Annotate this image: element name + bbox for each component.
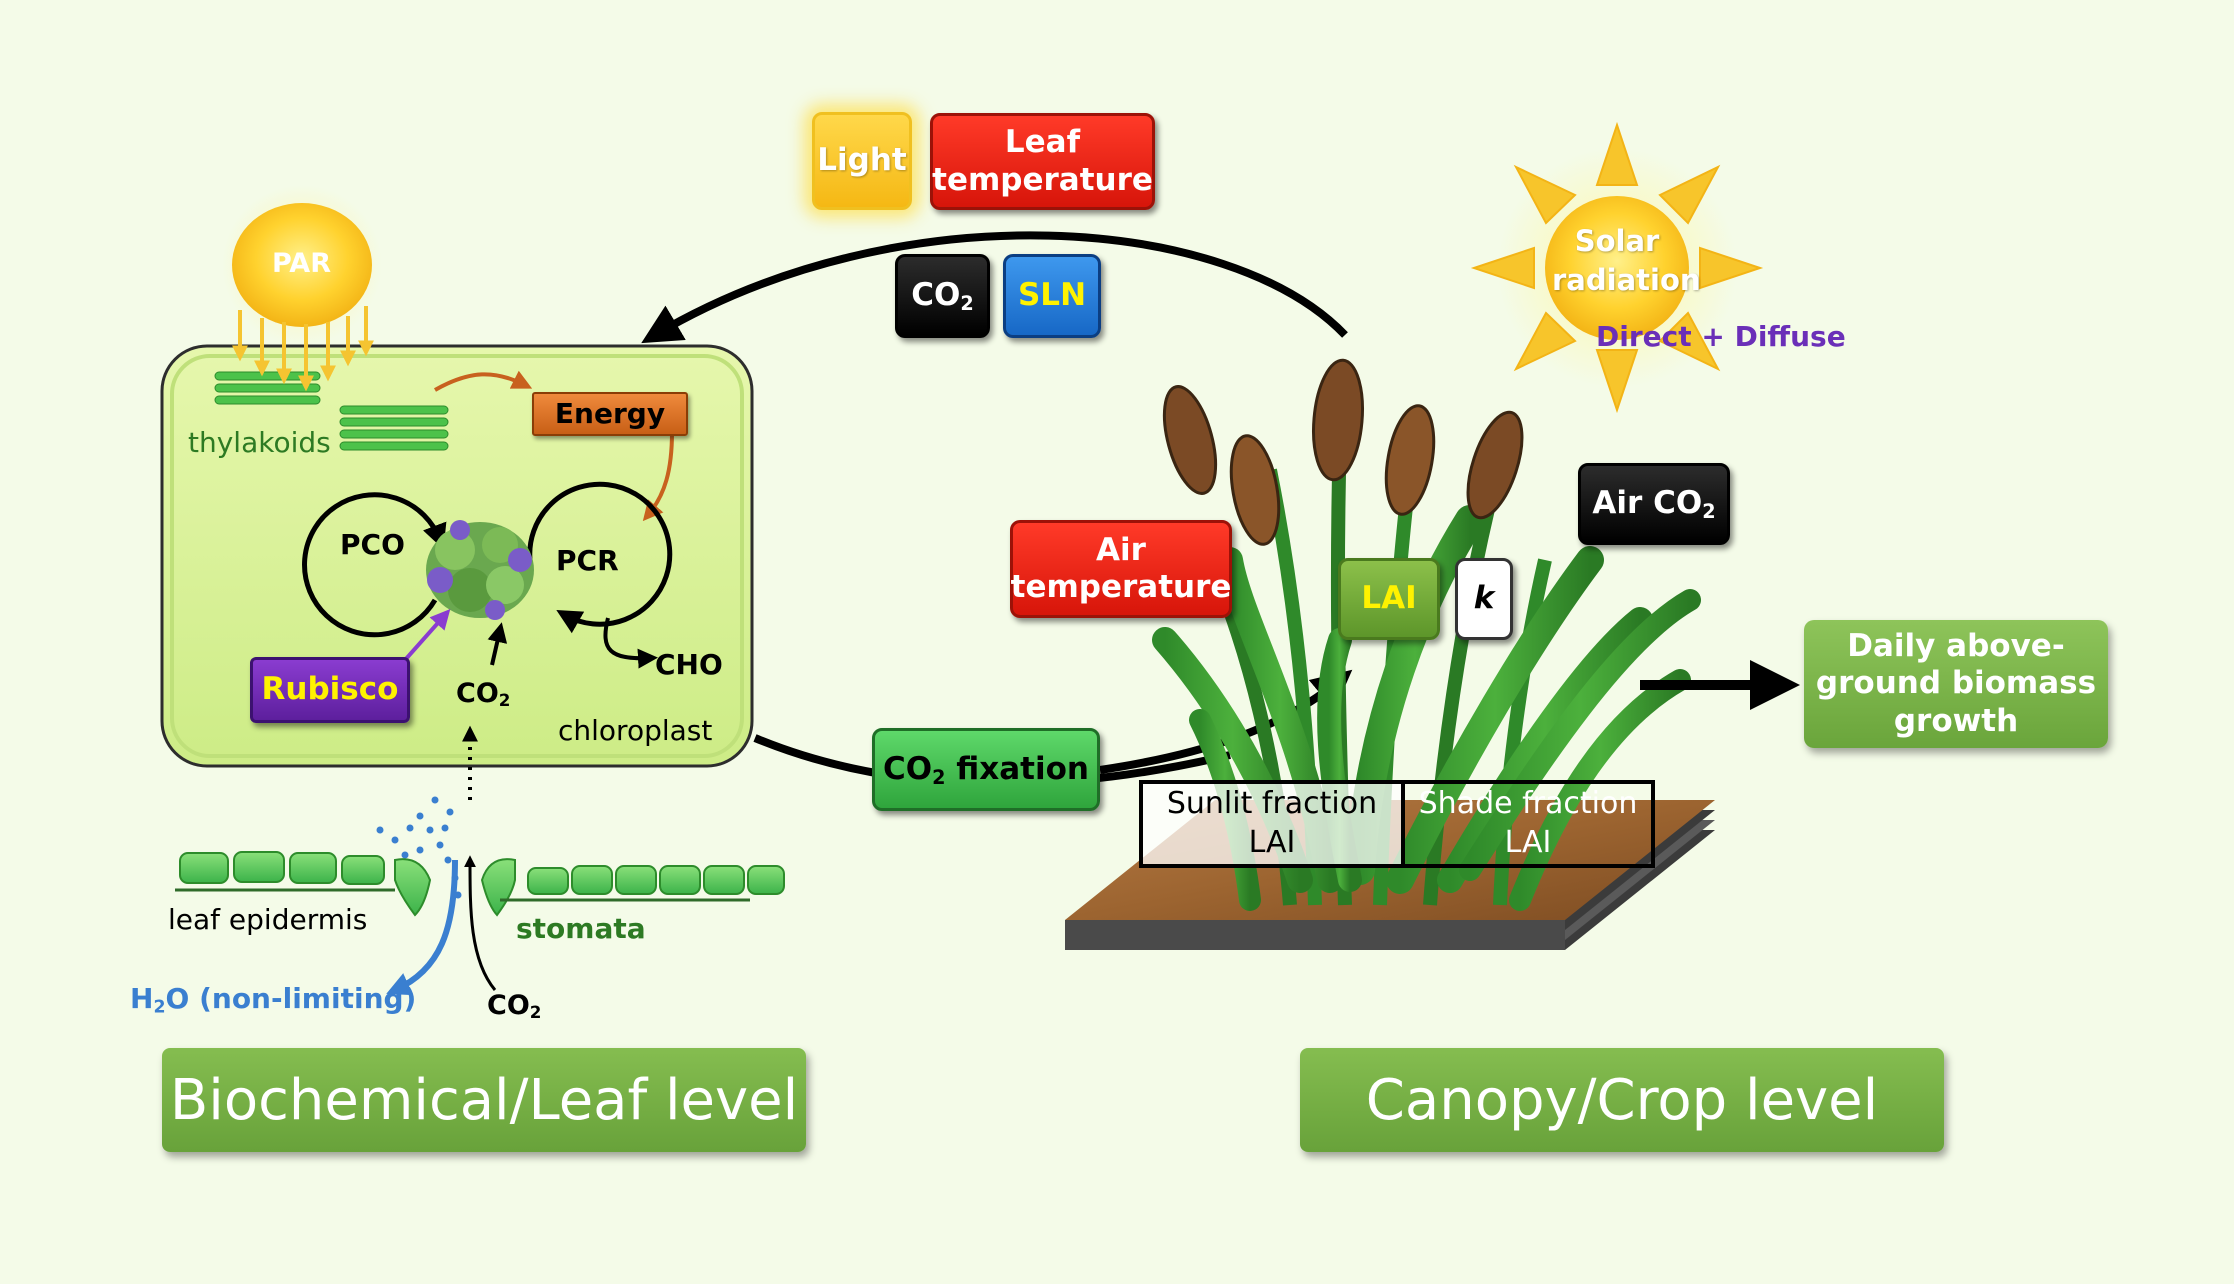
co2-fixation-box: CO2 fixation bbox=[872, 728, 1100, 811]
co2-box: CO2 bbox=[895, 254, 990, 338]
lai-box: LAI bbox=[1338, 558, 1440, 640]
biomass-growth-box: Daily above-ground biomass growth bbox=[1804, 620, 2108, 748]
air-co2-box: Air CO2 bbox=[1578, 463, 1730, 545]
par-label: PAR bbox=[272, 248, 331, 279]
co2-outer-text: CO2 bbox=[487, 990, 542, 1023]
leaf-epidermis-cells bbox=[175, 851, 785, 917]
feedback-arrow bbox=[641, 231, 1348, 344]
rubisco-enzyme-icon bbox=[426, 520, 534, 620]
air-co2-text: Air CO2 bbox=[1592, 485, 1716, 523]
h2o-arrow bbox=[386, 859, 458, 996]
canopy-level-banner: Canopy/Crop level bbox=[1300, 1048, 1944, 1152]
energy-box: Energy bbox=[532, 392, 688, 436]
co2-inner-text: CO2 bbox=[456, 678, 511, 711]
pcr-cycle-arrow bbox=[527, 481, 673, 634]
leaf-level-banner: Biochemical/Leaf level bbox=[162, 1048, 806, 1152]
thylakoid-stacks bbox=[214, 371, 449, 451]
co2-inflow-arrow bbox=[464, 855, 497, 991]
air-temperature-box: Air temperature bbox=[1010, 520, 1232, 618]
shade-lai-label: LAI bbox=[1504, 825, 1552, 860]
leaf-temperature-box: Leaf temperature bbox=[930, 113, 1155, 210]
light-box: Light bbox=[812, 112, 912, 210]
leaf-epidermis-label: leaf epidermis bbox=[168, 903, 368, 936]
co2-inner-label: CO2 bbox=[456, 678, 510, 710]
k-box: k bbox=[1455, 558, 1513, 640]
sln-box: SLN bbox=[1003, 254, 1101, 338]
rubisco-box: Rubisco bbox=[250, 657, 410, 723]
shade-fraction-label: Shade fraction LAI bbox=[1403, 784, 1653, 862]
pco-label: PCO bbox=[340, 528, 405, 561]
co2-outer-label: CO2 bbox=[487, 990, 541, 1022]
stomata-label: stomata bbox=[516, 912, 646, 945]
thylakoids-label: thylakoids bbox=[188, 426, 331, 459]
sunlit-fraction-title: Sunlit fraction bbox=[1166, 786, 1378, 821]
h2o-label: H2O (non-limiting) bbox=[130, 982, 416, 1017]
shade-fraction-cell bbox=[1401, 780, 1655, 868]
chloroplast-label: chloroplast bbox=[558, 714, 713, 747]
sunlit-lai-label: LAI bbox=[1248, 825, 1296, 860]
pcr-label: PCR bbox=[556, 544, 619, 577]
co2-box-label: CO2 bbox=[911, 277, 974, 315]
co2-fixation-text: CO2 fixation bbox=[883, 750, 1089, 789]
solar-radiation-sun-icon bbox=[1470, 121, 1764, 414]
par-sun-icon bbox=[222, 185, 382, 392]
water-vapour-dots bbox=[376, 796, 462, 899]
crop-plants bbox=[1152, 358, 1701, 911]
cho-label: CHO bbox=[655, 648, 723, 681]
solar-radiation-label: Solar radiation bbox=[1552, 224, 1701, 298]
sunlit-fraction-label: Sunlit fraction LAI bbox=[1141, 784, 1403, 862]
direct-diffuse-label: Direct + Diffuse bbox=[1596, 320, 1846, 353]
pco-cycle-arrow bbox=[302, 492, 447, 638]
h2o-text: H2O (non-limiting) bbox=[130, 982, 417, 1018]
shade-fraction-title: Shade fraction bbox=[1418, 786, 1638, 821]
